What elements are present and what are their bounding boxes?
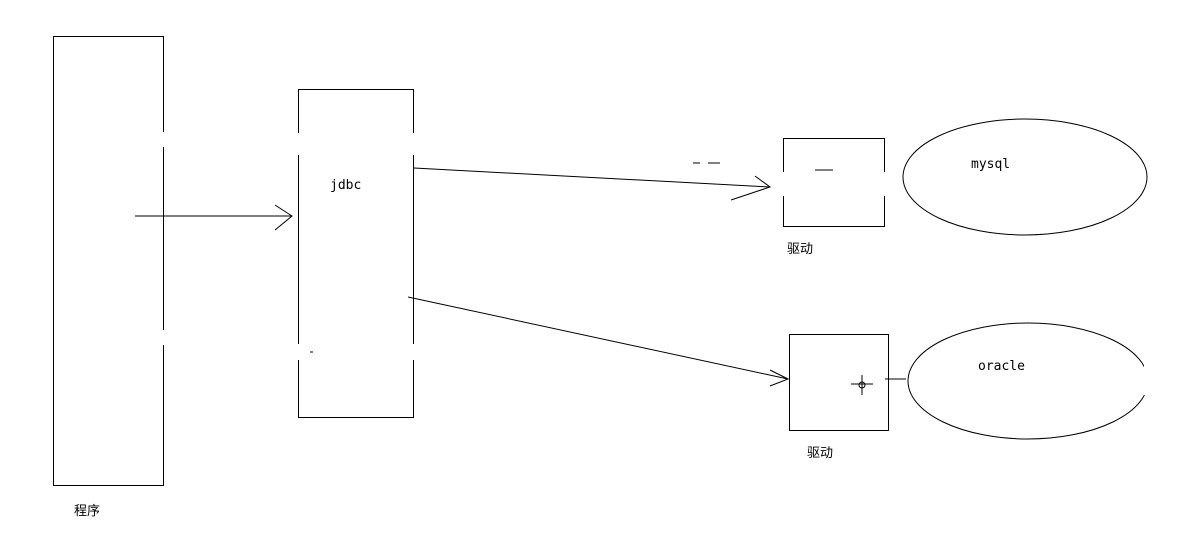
program-label: 程序 [74, 504, 100, 519]
gap-mark [410, 133, 417, 155]
driver-box-top [783, 138, 885, 227]
driver-top-label: 驱动 [787, 242, 813, 257]
gap-mark [881, 172, 888, 196]
jdbc-label: jdbc [330, 178, 361, 193]
jdbc-box [298, 89, 414, 418]
driver-bottom-label: 驱动 [807, 446, 833, 461]
gap-mark [780, 172, 787, 196]
gap-mark [295, 133, 302, 155]
gap-mark [410, 344, 417, 360]
gap-mark [295, 344, 302, 360]
program-to-jdbc-arrowhead [274, 204, 293, 231]
gap-mark [160, 330, 167, 345]
cursor-crosshair-dot [858, 381, 866, 389]
mysql-ellipse [902, 118, 1148, 236]
jdbc-to-driver-bottom-arrowhead [769, 369, 790, 387]
gap-mark [160, 132, 167, 147]
oracle-ellipse [907, 322, 1149, 440]
program-box [53, 36, 164, 486]
gap-mark [1144, 355, 1152, 395]
jdbc-to-driver-bottom-arrow [407, 296, 789, 380]
jdbc-to-driver-top-arrowhead [730, 175, 772, 201]
driver-box-bottom [789, 334, 889, 431]
jdbc-to-driver-top-arrow [413, 167, 771, 188]
oracle-label: oracle [978, 359, 1025, 374]
mysql-label: mysql [971, 157, 1010, 172]
